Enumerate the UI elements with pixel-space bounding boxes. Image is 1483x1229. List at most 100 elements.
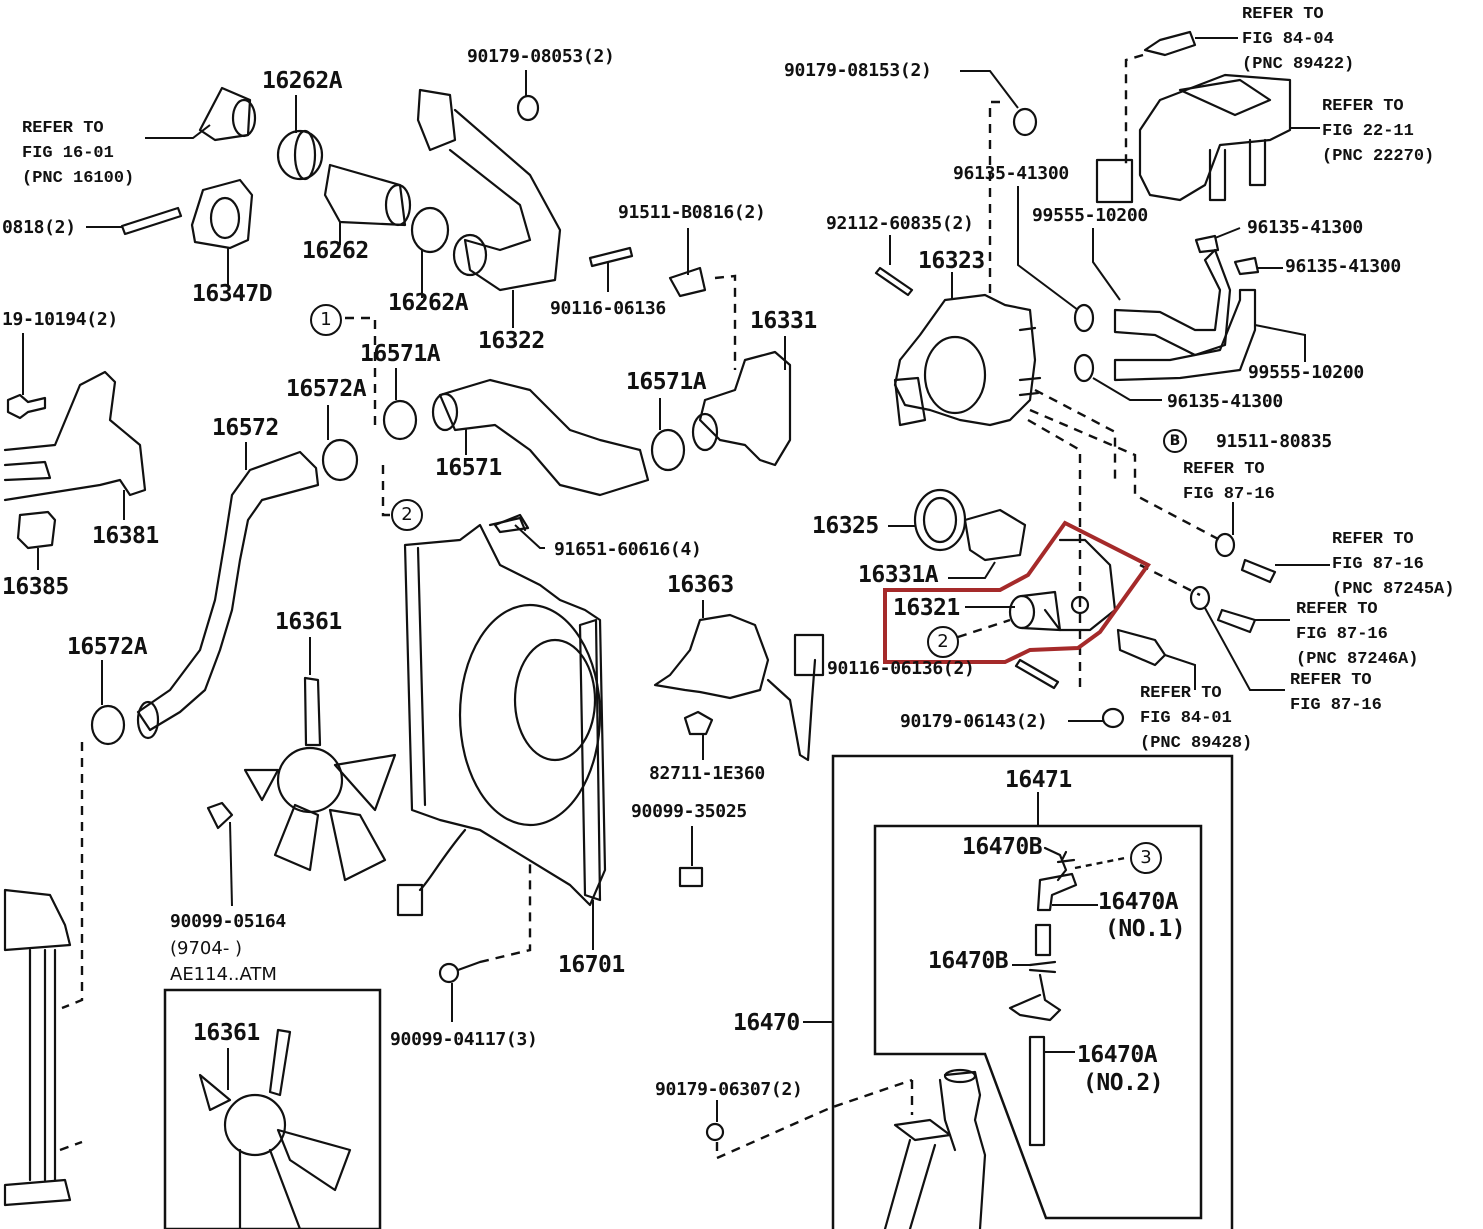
label-16471: 16471 bbox=[1005, 767, 1072, 793]
radiator-core bbox=[3, 888, 83, 1207]
screw-90099-04117 bbox=[438, 860, 532, 1022]
label-90116-06136: 90116-06136 bbox=[550, 298, 666, 319]
hose-clamp-16262a-mid bbox=[410, 206, 450, 298]
highlight-outline-16321 bbox=[883, 520, 1151, 664]
label-16572: 16572 bbox=[212, 415, 279, 441]
water-outlet-pipe-16322 bbox=[416, 88, 562, 328]
fan-shroud-16711 bbox=[403, 516, 607, 950]
reference-line: (PNC 89428) bbox=[1140, 734, 1253, 753]
label-96135-41300-b: 96135-41300 bbox=[1247, 217, 1363, 238]
hose-clamp-16571a-right bbox=[650, 398, 686, 472]
label-16470a-no2: 16470A bbox=[1077, 1042, 1158, 1068]
upper-hose-stub bbox=[145, 86, 257, 142]
label-16363: 16363 bbox=[667, 572, 734, 598]
label-16381: 16381 bbox=[92, 523, 159, 549]
reference-line: (PNC 89422) bbox=[1242, 55, 1355, 74]
stud-bolt-0818 bbox=[86, 206, 183, 236]
reference-line: FIG 87-16 bbox=[1183, 485, 1275, 504]
reference-fig-87-16-c: REFER TO FIG 87-16 (PNC 87246A) bbox=[1296, 597, 1418, 672]
temp-sensor-84-01 bbox=[1116, 628, 1196, 690]
label-0818: 0818(2) bbox=[2, 217, 76, 238]
label-16571a-left: 16571A bbox=[360, 341, 441, 367]
label-91511-80835: 91511-80835 bbox=[1216, 431, 1332, 452]
bolt-19-10194 bbox=[6, 333, 47, 420]
reference-fig-16-01: REFER TO FIG 16-01 (PNC 16100) bbox=[22, 116, 134, 191]
gasket-16347d bbox=[190, 178, 254, 285]
label-90116-06136-2: 90116-06136(2) bbox=[827, 658, 975, 679]
label-19-10194: 19-10194(2) bbox=[2, 309, 118, 330]
reference-line: REFER TO bbox=[1322, 97, 1404, 116]
reference-line: REFER TO bbox=[1290, 671, 1372, 690]
reference-line: REFER TO bbox=[1296, 600, 1378, 619]
hose-clamp-16262a-top bbox=[276, 95, 324, 181]
label-16385: 16385 bbox=[2, 574, 69, 600]
reservoir-outer-frame bbox=[831, 754, 1234, 1229]
fan-motor-16363 bbox=[653, 600, 825, 762]
nut-90179-08053 bbox=[516, 70, 540, 122]
reference-line: REFER TO bbox=[1140, 684, 1222, 703]
reference-line: FIG 84-01 bbox=[1140, 709, 1232, 728]
thermostat-16331a bbox=[948, 508, 1027, 579]
bolt-91511-b0816 bbox=[668, 228, 737, 370]
label-16361: 16361 bbox=[275, 609, 342, 635]
gasket-16325 bbox=[888, 488, 967, 552]
reference-line: (PNC 16100) bbox=[22, 169, 135, 188]
reference-fig-84-01: REFER TO FIG 84-01 (PNC 89428) bbox=[1140, 681, 1252, 756]
label-16470: 16470 bbox=[733, 1010, 800, 1036]
label-16331a: 16331A bbox=[858, 562, 939, 588]
label-99555-10200-a: 99555-10200 bbox=[1032, 205, 1148, 226]
label-16470b-b: 16470B bbox=[928, 948, 1009, 974]
reservoir-inner-frame bbox=[873, 824, 1203, 1220]
label-90179-08153: 90179-08153(2) bbox=[784, 60, 932, 81]
reference-fig-84-04: REFER TO FIG 84-04 (PNC 89422) bbox=[1242, 2, 1354, 77]
hose-clips-87-16 bbox=[1189, 502, 1330, 691]
reference-line: REFER TO bbox=[1183, 460, 1265, 479]
nut-90179-08153 bbox=[960, 70, 1038, 300]
hose-clamp-16571a-left bbox=[382, 368, 418, 441]
stud-90116-06136-2 bbox=[1014, 658, 1060, 690]
label-16571: 16571 bbox=[435, 455, 502, 481]
label-16331: 16331 bbox=[750, 308, 817, 334]
label-16262a-top: 16262A bbox=[262, 68, 343, 94]
reference-line: FIG 87-16 bbox=[1296, 625, 1388, 644]
label-16321: 16321 bbox=[893, 595, 960, 621]
reservoir-hose-parts bbox=[1008, 846, 1126, 1147]
label-16325: 16325 bbox=[812, 513, 879, 539]
label-16701: 16701 bbox=[558, 952, 625, 978]
hose-clips-96135-41300 bbox=[1017, 186, 1283, 401]
reference-line: FIG 87-16 bbox=[1332, 555, 1424, 574]
label-16347d: 16347D bbox=[192, 281, 273, 307]
reference-fig-87-16-d: REFER TO FIG 87-16 bbox=[1290, 668, 1382, 718]
reference-line: (PNC 87245A) bbox=[1332, 580, 1455, 599]
label-91651-60616: 91651-60616(4) bbox=[554, 539, 702, 560]
label-16572a-left: 16572A bbox=[67, 634, 148, 660]
label-16572a-top: 16572A bbox=[286, 376, 367, 402]
stud-90116-06136 bbox=[588, 246, 634, 292]
label-90099-35025: 90099-35025 bbox=[631, 801, 747, 822]
reference-line: REFER TO bbox=[22, 119, 104, 138]
callout-2-right: 2 bbox=[927, 626, 959, 658]
reference-line: REFER TO bbox=[1332, 530, 1414, 549]
label-16323: 16323 bbox=[918, 248, 985, 274]
label-16470a-no2-sub: (NO.2) bbox=[1083, 1070, 1164, 1096]
nut-82711-1e360 bbox=[683, 710, 714, 760]
hose-16262 bbox=[323, 163, 412, 245]
radiator-hose-16571 bbox=[431, 378, 650, 497]
label-91511-b0816: 91511-B0816(2) bbox=[618, 202, 766, 223]
reference-line: FIG 87-16 bbox=[1290, 696, 1382, 715]
reservoir-tank bbox=[883, 1068, 987, 1229]
cooling-fan-16361 bbox=[243, 637, 397, 882]
hose-clamp-16572a-top bbox=[321, 405, 359, 482]
temp-sensor-84-04 bbox=[1124, 30, 1238, 170]
radiator-hose-16572 bbox=[136, 442, 320, 740]
label-90179-06143: 90179-06143(2) bbox=[900, 711, 1048, 732]
label-96135-41300-c: 96135-41300 bbox=[1285, 256, 1401, 277]
label-90099-04117: 90099-04117(3) bbox=[390, 1029, 538, 1050]
label-90099-05164: 90099-05164 bbox=[170, 911, 286, 932]
reference-line: FIG 22-11 bbox=[1322, 122, 1414, 141]
callout-2-left: 2 bbox=[391, 499, 423, 531]
label-16470b-a: 16470B bbox=[962, 834, 1043, 860]
reference-line: REFER TO bbox=[1242, 5, 1324, 24]
reference-fig-22-11: REFER TO FIG 22-11 (PNC 22270) bbox=[1322, 94, 1434, 169]
